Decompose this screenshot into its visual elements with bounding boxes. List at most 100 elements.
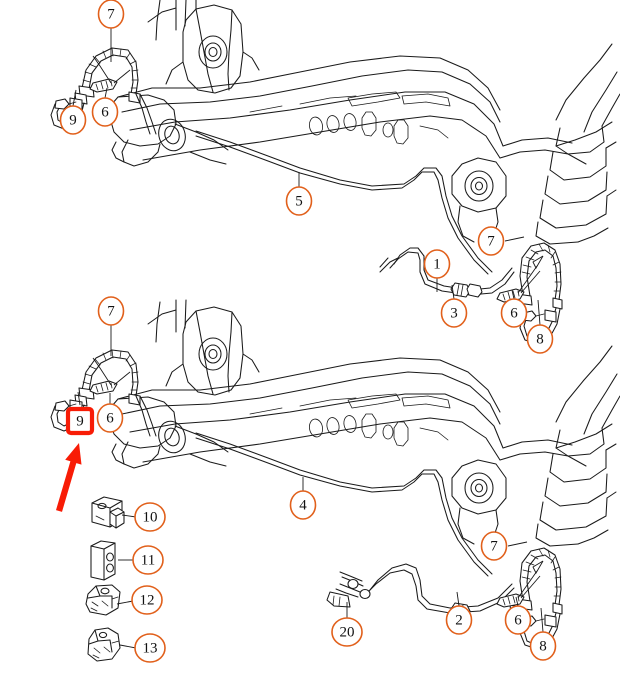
upper-axle-assembly	[109, 0, 620, 345]
callout-label: 5	[295, 194, 303, 210]
highlight-box-9	[65, 406, 95, 436]
callout-ring	[480, 531, 508, 561]
callout-ring	[504, 605, 532, 635]
lower-coil-spring	[535, 345, 620, 547]
callout-label: 3	[450, 306, 458, 322]
lower-right-arm	[451, 439, 587, 545]
part-11-bracket-plate	[90, 540, 116, 581]
lower-axle-beam	[117, 357, 504, 463]
upper-axle-beam	[117, 55, 504, 161]
callout-label: 20	[340, 625, 355, 641]
callout-leader-line	[116, 600, 134, 605]
callout-label: 7	[107, 7, 115, 23]
lower-brake-hose-7-right	[496, 547, 563, 650]
callout-leader-line	[121, 514, 137, 518]
callout-6[interactable]: 6	[96, 393, 124, 433]
upper-brake-line-5	[195, 130, 493, 275]
callout-1[interactable]: 1	[423, 249, 451, 292]
small-parts-group	[85, 496, 125, 662]
callout-6[interactable]: 6	[500, 289, 528, 328]
lower-trailing-arm-bracket	[147, 299, 260, 396]
callout-leader-line	[537, 299, 541, 326]
callout-leader-line	[72, 89, 77, 107]
callout-8[interactable]: 8	[529, 607, 557, 661]
callout-5[interactable]: 5	[285, 172, 313, 216]
callout-ring	[131, 585, 163, 615]
callout-ring	[97, 296, 125, 326]
callout-ring	[477, 226, 505, 256]
callout-6[interactable]: 6	[91, 87, 119, 127]
callout-ring	[96, 403, 124, 433]
callout-label: 8	[536, 332, 544, 348]
callout-ring	[331, 617, 363, 647]
upper-trailing-arm-bracket	[165, 4, 260, 94]
callout-2[interactable]: 2	[445, 591, 473, 635]
callout-label: 1	[433, 257, 441, 273]
callout-ring	[440, 298, 468, 328]
callout-12[interactable]: 12	[116, 585, 163, 615]
upper-left-hub	[109, 94, 229, 167]
part-10-bracket-block	[91, 496, 125, 529]
callout-leader-line	[511, 289, 515, 300]
callout-4[interactable]: 4	[289, 477, 317, 520]
callout-ring	[91, 97, 119, 127]
callout-label: 7	[487, 234, 495, 250]
lower-brake-line-2	[326, 563, 515, 618]
callout-13[interactable]: 13	[119, 633, 166, 663]
callout-7[interactable]: 7	[480, 531, 528, 561]
callout-10[interactable]: 10	[121, 502, 166, 532]
upper-struts	[147, 0, 197, 41]
red-pointer-arrow	[56, 443, 82, 512]
callout-label: 6	[514, 613, 522, 629]
callout-label: 9	[76, 414, 84, 430]
callout-6[interactable]: 6	[504, 596, 532, 635]
callout-9[interactable]: 9	[59, 89, 87, 135]
upper-brake-line-1-3	[379, 247, 515, 298]
callout-ring	[97, 0, 125, 29]
upper-coil-spring	[535, 43, 620, 245]
callout-label: 9	[69, 113, 77, 129]
callout-3[interactable]: 3	[440, 284, 468, 328]
callout-leader-line	[504, 236, 525, 242]
callout-ring	[289, 490, 317, 520]
callout-leader-line	[540, 607, 544, 633]
callout-label: 13	[143, 641, 158, 657]
upper-brake-hose-7-right	[496, 242, 563, 345]
lower-brake-line-4	[195, 432, 493, 577]
callout-leader-line	[451, 284, 455, 300]
callout-leader-line	[507, 541, 528, 547]
callout-label: 8	[539, 639, 547, 655]
callout-ring	[526, 324, 554, 354]
part-13-line-clamp	[87, 627, 121, 662]
callout-label: 12	[140, 593, 155, 609]
annotation-layer	[56, 443, 82, 512]
callout-label: 11	[141, 553, 155, 569]
callout-7[interactable]: 7	[97, 0, 125, 62]
callout-7[interactable]: 7	[97, 296, 125, 356]
callout-leader-line	[515, 596, 519, 607]
callout-ring	[59, 105, 87, 135]
callout-ring	[529, 631, 557, 661]
callout-20[interactable]: 20	[331, 602, 363, 647]
callout-11[interactable]: 11	[118, 545, 164, 575]
callout-label: 6	[510, 306, 518, 322]
lower-brake-hose-7-left	[50, 349, 157, 437]
callout-label: 6	[101, 105, 109, 121]
callout-label: 10	[143, 510, 158, 526]
callout-label: 4	[299, 498, 307, 514]
callout-ring	[132, 545, 164, 575]
callout-ring	[285, 186, 313, 216]
callout-7[interactable]: 7	[477, 226, 525, 256]
callout-ring	[500, 298, 528, 328]
callout-label: 7	[107, 304, 115, 320]
callout-label: 2	[455, 613, 463, 629]
callout-9-highlighted[interactable]: 9	[65, 391, 95, 436]
callout-ring	[134, 502, 166, 532]
callout-leader-line	[104, 87, 108, 99]
callout-label: 7	[490, 539, 498, 555]
callout-leader-line	[119, 644, 137, 649]
callout-8[interactable]: 8	[526, 299, 554, 354]
